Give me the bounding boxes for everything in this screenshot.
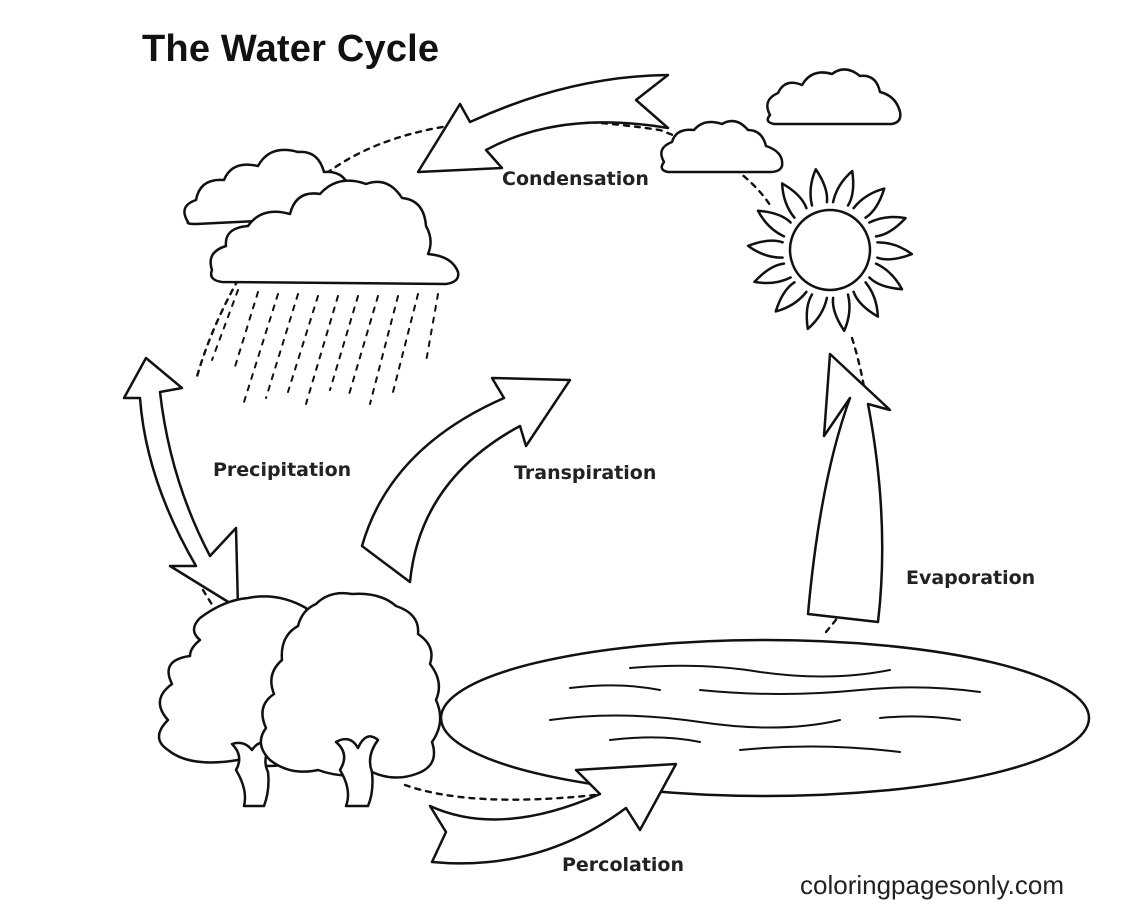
sun-ray — [876, 241, 914, 261]
sun-ray — [852, 187, 886, 219]
condensation-arrow — [416, 73, 670, 174]
watermark-text: coloringpagesonly.com — [800, 870, 1064, 900]
sun-ray — [868, 262, 904, 291]
cycle-path-left — [194, 278, 240, 382]
trees-icon — [157, 591, 442, 808]
evaporation-arrow — [806, 352, 892, 624]
sun-icon — [746, 167, 914, 333]
rain-cloud-front — [209, 179, 460, 286]
sun-ray — [756, 209, 792, 238]
sun-ray — [746, 239, 784, 259]
small-cloud-icon-upper — [766, 68, 902, 126]
cycle-path-bottom — [403, 783, 597, 801]
condensation-label: Condensation — [502, 168, 649, 190]
page-title: The Water Cycle — [142, 28, 440, 70]
tree-right-trunk — [334, 735, 380, 808]
small-cloud-icon-lower — [660, 119, 784, 174]
rain-cloud-icon — [183, 148, 460, 286]
sun-ray — [805, 293, 829, 331]
percolation-arrow — [428, 762, 678, 865]
lake-outline — [439, 638, 1091, 798]
sun-ray — [809, 167, 829, 207]
sun-rays — [746, 167, 914, 333]
transpiration-label: Transpiration — [514, 462, 657, 484]
evaporation-label: Evaporation — [906, 567, 1036, 589]
sun-ray — [868, 215, 907, 238]
sun-ray — [774, 281, 808, 313]
percolation-label: Percolation — [562, 854, 685, 876]
tree-right-crown — [259, 591, 442, 779]
lake-icon — [439, 638, 1091, 798]
sun-ray — [780, 182, 808, 219]
precipitation-arrow — [122, 356, 240, 610]
sun-ray — [852, 281, 880, 318]
sun-ray — [753, 262, 792, 285]
cycle-path-lake — [824, 583, 860, 634]
sun-ray — [831, 293, 851, 333]
precipitation-label: Precipitation — [213, 459, 352, 481]
sun-disc — [788, 208, 872, 292]
rain-streaks — [211, 289, 439, 405]
transpiration-arrow — [360, 376, 572, 584]
sun-ray — [831, 169, 855, 207]
